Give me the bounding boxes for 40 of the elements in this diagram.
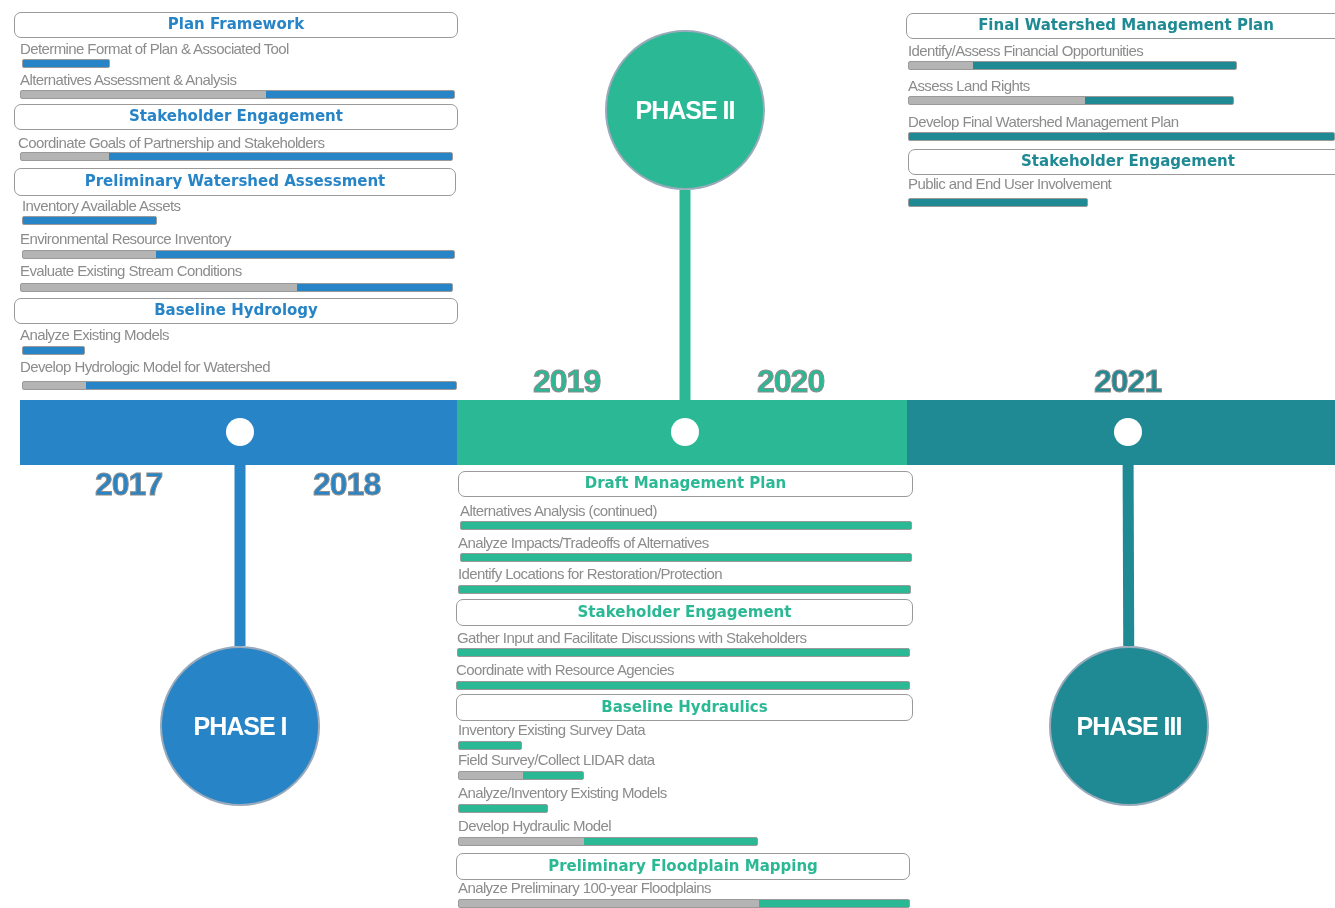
task-name: Identify/Assess Financial Opportunities bbox=[908, 42, 1144, 60]
task-name: Environmental Resource Inventory bbox=[20, 230, 231, 248]
year-label: 2017 bbox=[95, 466, 163, 502]
phase-circle: PHASE II bbox=[605, 30, 765, 190]
task-name: Analyze Impacts/Tradeoffs of Alternatives bbox=[458, 534, 709, 552]
task-name: Identify Locations for Restoration/Protection bbox=[458, 565, 722, 583]
section-header-box: Baseline Hydrology bbox=[14, 298, 458, 324]
task-name: Develop Hydraulic Model bbox=[458, 817, 611, 835]
task-name: Gather Input and Facilitate Discussions with Stakeholders bbox=[457, 629, 807, 647]
task-name: Coordinate Goals of Partnership and Stakeholders bbox=[18, 134, 325, 152]
section-header-box: Preliminary Floodplain Mapping bbox=[456, 853, 910, 880]
section-header-box: Plan Framework bbox=[14, 12, 458, 38]
task-name: Field Survey/Collect LIDAR data bbox=[458, 751, 655, 769]
task-name: Analyze/Inventory Existing Models bbox=[458, 784, 667, 802]
phase-circle: PHASE III bbox=[1049, 646, 1209, 806]
task-name: Alternatives Assessment & Analysis bbox=[20, 71, 237, 89]
year-label: 2021 bbox=[1094, 363, 1162, 399]
task-name: Inventory Existing Survey Data bbox=[458, 721, 646, 739]
task-name: Assess Land Rights bbox=[908, 77, 1030, 95]
task-name: Develop Hydrologic Model for Watershed bbox=[20, 358, 271, 376]
section-header-box: Stakeholder Engagement bbox=[14, 104, 458, 130]
task-name: Analyze Existing Models bbox=[20, 326, 169, 344]
year-label: 2020 bbox=[757, 363, 825, 399]
task-name: Public and End User Involvement bbox=[908, 175, 1112, 193]
task-name: Evaluate Existing Stream Conditions bbox=[20, 262, 242, 280]
section-header-box: Stakeholder Engagement bbox=[908, 149, 1335, 175]
phase-circle: PHASE I bbox=[160, 646, 320, 806]
section-header-box: Final Watershed Management Plan bbox=[906, 13, 1335, 39]
year-label: 2018 bbox=[313, 466, 381, 502]
section-header-box: Preliminary Watershed Assessment bbox=[14, 168, 456, 196]
task-name: Develop Final Watershed Management Plan bbox=[908, 113, 1179, 131]
task-name: Determine Format of Plan & Associated Tool bbox=[20, 40, 289, 58]
task-name: Analyze Preliminary 100-year Floodplains bbox=[458, 879, 711, 897]
task-name: Alternatives Analysis (continued) bbox=[460, 502, 657, 520]
task-name: Inventory Available Assets bbox=[22, 197, 181, 215]
year-label: 2019 bbox=[533, 363, 601, 399]
section-header-box: Stakeholder Engagement bbox=[456, 599, 913, 626]
task-name: Coordinate with Resource Agencies bbox=[456, 661, 674, 679]
section-header-box: Baseline Hydraulics bbox=[456, 694, 913, 721]
section-header-box: Draft Management Plan bbox=[458, 471, 913, 497]
